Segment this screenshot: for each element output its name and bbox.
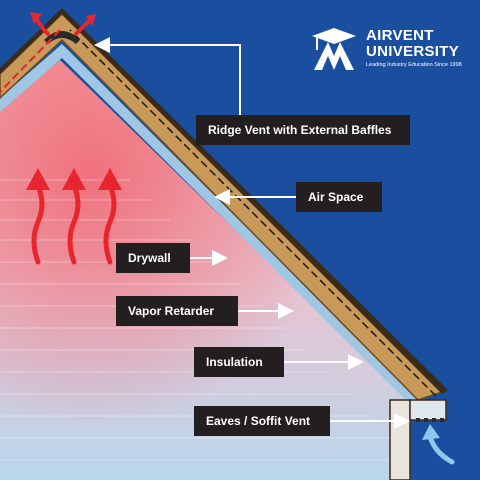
logo-tagline: Leading Industry Education Since 1998: [366, 62, 462, 68]
logo-line1: AIRVENT: [366, 27, 434, 44]
label-air-space: Air Space: [296, 182, 382, 212]
airvent-university-logo: AIRVENT UNIVERSITY Leading Industry Educ…: [310, 26, 470, 76]
rising-heat-arrows: [31, 183, 117, 265]
label-insulation: Insulation: [194, 347, 284, 377]
soffit-panel: [409, 399, 447, 421]
label-drywall: Drywall: [116, 243, 190, 273]
soffit-vent-slots: [416, 418, 444, 422]
logo-emblem-icon: [312, 28, 356, 70]
logo-wordmark: AIRVENT UNIVERSITY: [366, 28, 459, 60]
heat-arrowhead-3: [98, 168, 122, 190]
exhaust-arrowhead-right: [86, 14, 96, 26]
exhaust-flow-line: [0, 29, 61, 93]
label-eaves-soffit-vent: Eaves / Soffit Vent: [194, 406, 330, 436]
air-space-flow-line: [69, 29, 437, 397]
ridge-vent-cap: [44, 31, 80, 44]
logo-line2: UNIVERSITY: [366, 43, 460, 60]
label-vapor-retarder: Vapor Retarder: [116, 296, 238, 326]
intake-arrowhead: [422, 424, 440, 440]
fascia-board: [389, 399, 411, 480]
heat-arrowhead-1: [26, 168, 50, 190]
exhaust-arrowhead-left: [30, 12, 42, 24]
insulation-layer: [0, 44, 418, 404]
label-ridge-vent: Ridge Vent with External Baffles: [196, 115, 410, 145]
heat-arrowhead-2: [62, 168, 86, 190]
